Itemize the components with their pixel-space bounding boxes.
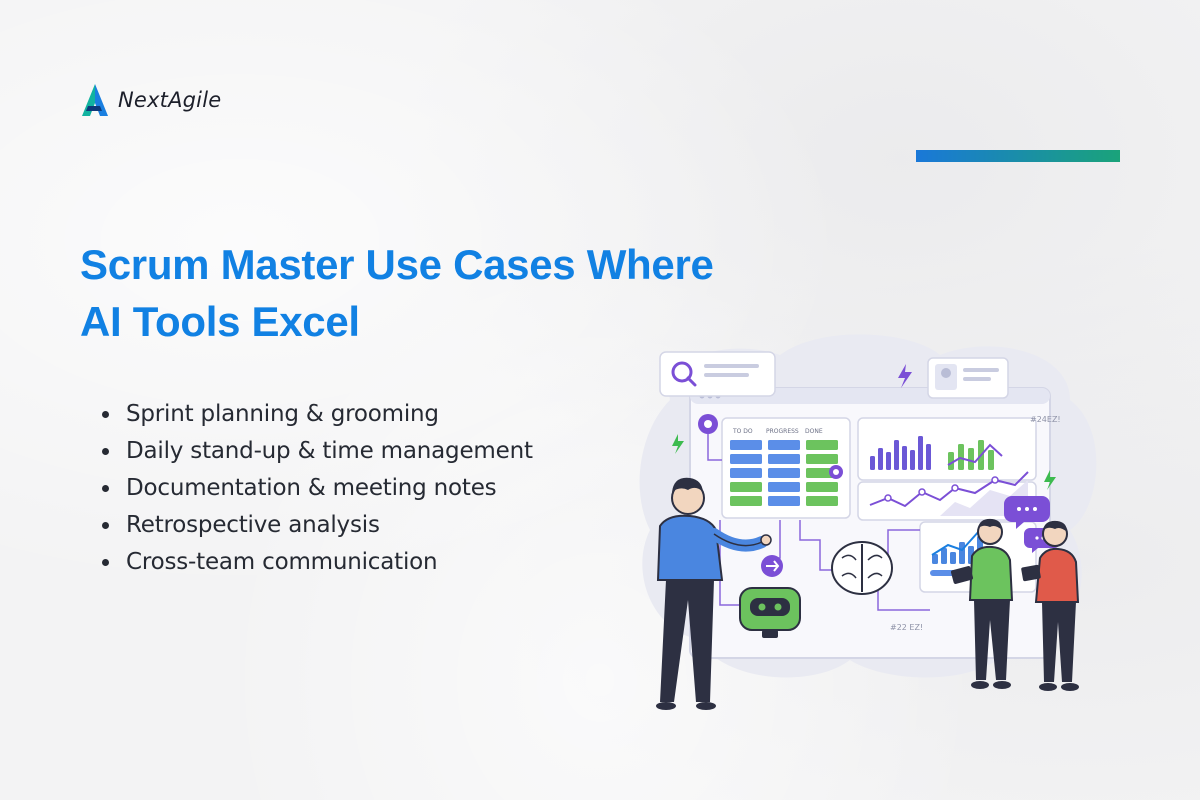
chart-bar	[959, 542, 965, 564]
kanban-card	[730, 454, 762, 464]
kanban-card	[768, 468, 800, 478]
chart-bar	[910, 450, 915, 470]
kanban-card	[730, 440, 762, 450]
team-member-red	[1021, 520, 1080, 691]
presenter-figure	[656, 477, 772, 710]
tag-label: #24EZ!	[1030, 415, 1061, 424]
list-item: Cross-team communication	[102, 544, 533, 581]
accent-gradient-bar	[916, 150, 1120, 162]
chat-bubble-icon	[1004, 496, 1050, 529]
tag-label: #22 EZ!	[890, 623, 923, 632]
page-title-line-1: Scrum Master Use Cases Where	[80, 241, 714, 288]
bar-chart-green	[948, 440, 994, 470]
kanban-card	[768, 454, 800, 464]
list-item-label: Sprint planning & grooming	[126, 401, 439, 427]
list-item: Retrospective analysis	[102, 507, 533, 544]
chart-bar	[932, 554, 938, 564]
chart-bar	[948, 452, 954, 470]
lightning-icon	[898, 364, 912, 388]
chart-bar	[958, 444, 964, 470]
robot-icon	[739, 555, 801, 638]
bar-chart-panel	[857, 417, 1037, 481]
chart-bar	[941, 548, 947, 564]
list-item-label: Documentation & meeting notes	[126, 475, 497, 501]
brain-icon	[831, 541, 893, 595]
kanban-card	[806, 454, 838, 464]
bullet-dot	[102, 559, 109, 566]
chart-bar	[988, 450, 994, 470]
list-item: Documentation & meeting notes	[102, 470, 533, 507]
kanban-cells	[730, 440, 838, 506]
list-item: Sprint planning & grooming	[102, 396, 533, 433]
list-item-label: Retrospective analysis	[126, 512, 380, 538]
bullet-dot	[102, 411, 109, 418]
bullet-dot	[102, 448, 109, 455]
kanban-card	[730, 496, 762, 506]
kanban-card	[806, 482, 838, 492]
kanban-card	[806, 440, 838, 450]
kanban-board: TO DO PROGRESS DONE	[721, 417, 851, 519]
bar-chart-purple	[870, 436, 931, 470]
lightning-icon	[672, 434, 684, 454]
list-item-label: Cross-team communication	[126, 549, 438, 575]
search-icon	[671, 361, 693, 383]
brand-logo[interactable]: NextAgile	[80, 82, 221, 118]
kanban-card	[806, 496, 838, 506]
kanban-card	[768, 440, 800, 450]
chart-bar	[950, 552, 956, 564]
nextagile-logo-icon	[82, 84, 108, 116]
chart-bar	[870, 456, 875, 470]
kanban-card	[730, 468, 762, 478]
team-member-green	[950, 518, 1014, 689]
gear-icon	[829, 465, 843, 479]
search-widget	[659, 351, 776, 397]
bullet-dot	[102, 485, 109, 492]
gear-icon	[698, 414, 718, 434]
bullet-dot	[102, 522, 109, 529]
chart-bar	[878, 448, 883, 470]
kanban-header-progress: PROGRESS	[766, 428, 799, 435]
kanban-card	[768, 482, 800, 492]
page-title: Scrum Master Use Cases Where AI Tools Ex…	[80, 236, 840, 350]
chart-bar	[968, 448, 974, 470]
chart-bar	[902, 446, 907, 470]
chart-bar	[918, 436, 923, 470]
chart-bar	[894, 440, 899, 470]
profile-card-icon	[927, 357, 1009, 399]
page-title-line-2: AI Tools Excel	[80, 298, 360, 345]
kanban-header-done: DONE	[805, 428, 823, 435]
list-item: Daily stand-up & time management	[102, 433, 533, 470]
kanban-card	[730, 482, 762, 492]
list-item-label: Daily stand-up & time management	[126, 438, 533, 464]
kanban-card	[768, 496, 800, 506]
brand-name: NextAgile	[118, 88, 222, 112]
use-case-list: Sprint planning & grooming Daily stand-u…	[102, 396, 533, 581]
kanban-header-todo: TO DO	[732, 428, 753, 435]
ai-scrum-illustration: TO DO PROGRESS DONE #24EZ! #22 EZ!	[639, 334, 1097, 710]
chart-bar	[886, 452, 891, 470]
chart-bar	[926, 444, 931, 470]
lightning-icon	[1044, 470, 1056, 490]
